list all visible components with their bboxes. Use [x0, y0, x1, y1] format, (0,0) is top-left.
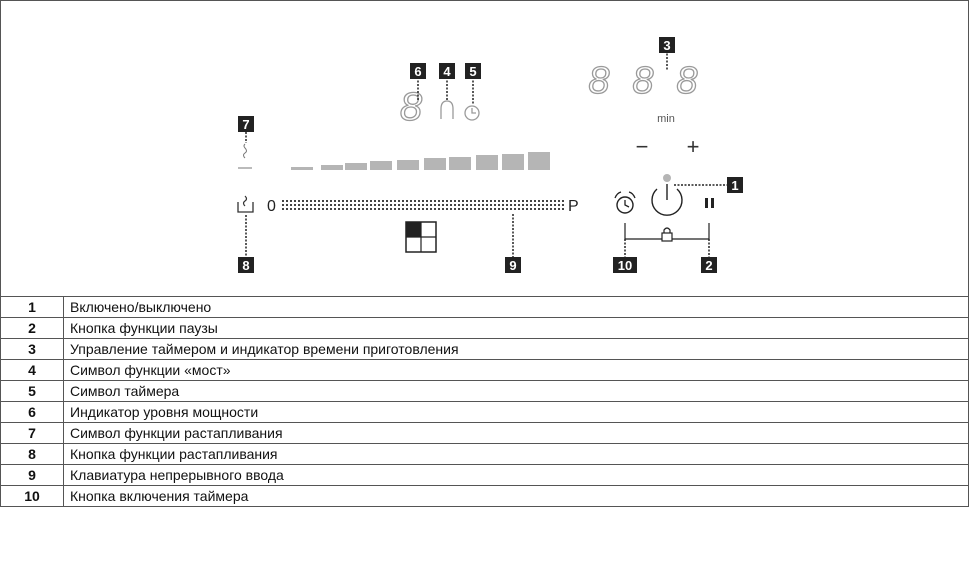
- power-button-icon[interactable]: [651, 184, 683, 216]
- timer-digit-2: 8: [632, 60, 653, 102]
- timer-plus-button[interactable]: +: [687, 134, 700, 159]
- callout-badge-1: 1: [727, 177, 743, 193]
- slider-end-label: P: [568, 198, 579, 215]
- legend-text: Кнопка функции растапливания: [63, 443, 969, 465]
- melt-symbol-icon: [238, 143, 252, 169]
- timer-digit-1: 8: [588, 60, 609, 102]
- legend-text: Включено/выключено: [63, 296, 969, 318]
- melt-button-icon[interactable]: [237, 195, 254, 213]
- legend-text: Клавиатура непрерывного ввода: [63, 464, 969, 486]
- bridge-icon: [440, 100, 454, 119]
- zone-selector-icon[interactable]: [405, 221, 437, 253]
- legend-number: 4: [0, 359, 64, 381]
- power-level-digit: 8: [400, 85, 423, 129]
- svg-text:5: 5: [469, 64, 476, 79]
- svg-text:2: 2: [705, 258, 712, 273]
- legend-number: 3: [0, 338, 64, 360]
- slider-start-label: 0: [267, 198, 276, 215]
- svg-text:8: 8: [242, 258, 249, 273]
- lock-icon: [661, 227, 673, 242]
- svg-text:6: 6: [414, 64, 421, 79]
- pause-button-icon[interactable]: [705, 198, 714, 208]
- legend-number: 10: [0, 485, 64, 507]
- callout-badge-9: 9: [505, 257, 521, 273]
- callout-badge-8: 8: [238, 257, 254, 273]
- callout-leaders: [245, 50, 727, 257]
- callout-badge-5: 5: [465, 63, 481, 79]
- timer-unit-label: min: [657, 113, 675, 125]
- legend-number: 2: [0, 317, 64, 339]
- callout-badge-3: 3: [659, 37, 675, 53]
- legend-text: Символ функции растапливания: [63, 422, 969, 444]
- timer-display: 8 8 8 min: [588, 59, 698, 125]
- legend-text: Символ таймера: [63, 380, 969, 402]
- legend-text: Индикатор уровня мощности: [63, 401, 969, 423]
- legend-number: 8: [0, 443, 64, 465]
- legend-text: Символ функции «мост»: [63, 359, 969, 381]
- control-panel-diagram: 8 8 8 min − + 8: [0, 0, 969, 296]
- power-level-bars: [291, 152, 550, 170]
- legend-text: Кнопка функции паузы: [63, 317, 969, 339]
- legend-number: 7: [0, 422, 64, 444]
- timer-symbol-icon: [464, 105, 480, 121]
- callout-badge-10: 10: [613, 257, 637, 273]
- callout-badge-7: 7: [238, 116, 254, 132]
- svg-text:7: 7: [242, 117, 249, 132]
- svg-text:1: 1: [731, 178, 738, 193]
- legend-number: 6: [0, 401, 64, 423]
- timer-digit-3: 8: [676, 60, 697, 102]
- svg-text:9: 9: [509, 258, 516, 273]
- legend-number: 5: [0, 380, 64, 402]
- callout-badge-2: 2: [701, 257, 717, 273]
- svg-text:4: 4: [443, 64, 451, 79]
- legend-number: 9: [0, 464, 64, 486]
- svg-text:3: 3: [663, 38, 670, 53]
- callout-badge-4: 4: [439, 63, 455, 79]
- power-indicator-dot: [663, 174, 671, 182]
- legend-text: Управление таймером и индикатор времени …: [63, 338, 969, 360]
- callout-badge-6: 6: [410, 63, 426, 79]
- control-panel-drawing: 8 8 8 min − + 8: [237, 37, 743, 273]
- alarm-clock-icon[interactable]: [614, 191, 636, 214]
- power-slider[interactable]: [282, 200, 566, 210]
- svg-text:10: 10: [618, 258, 632, 273]
- timer-minus-button[interactable]: −: [636, 134, 649, 159]
- legend-text: Кнопка включения таймера: [63, 485, 969, 507]
- legend-number: 1: [0, 296, 64, 318]
